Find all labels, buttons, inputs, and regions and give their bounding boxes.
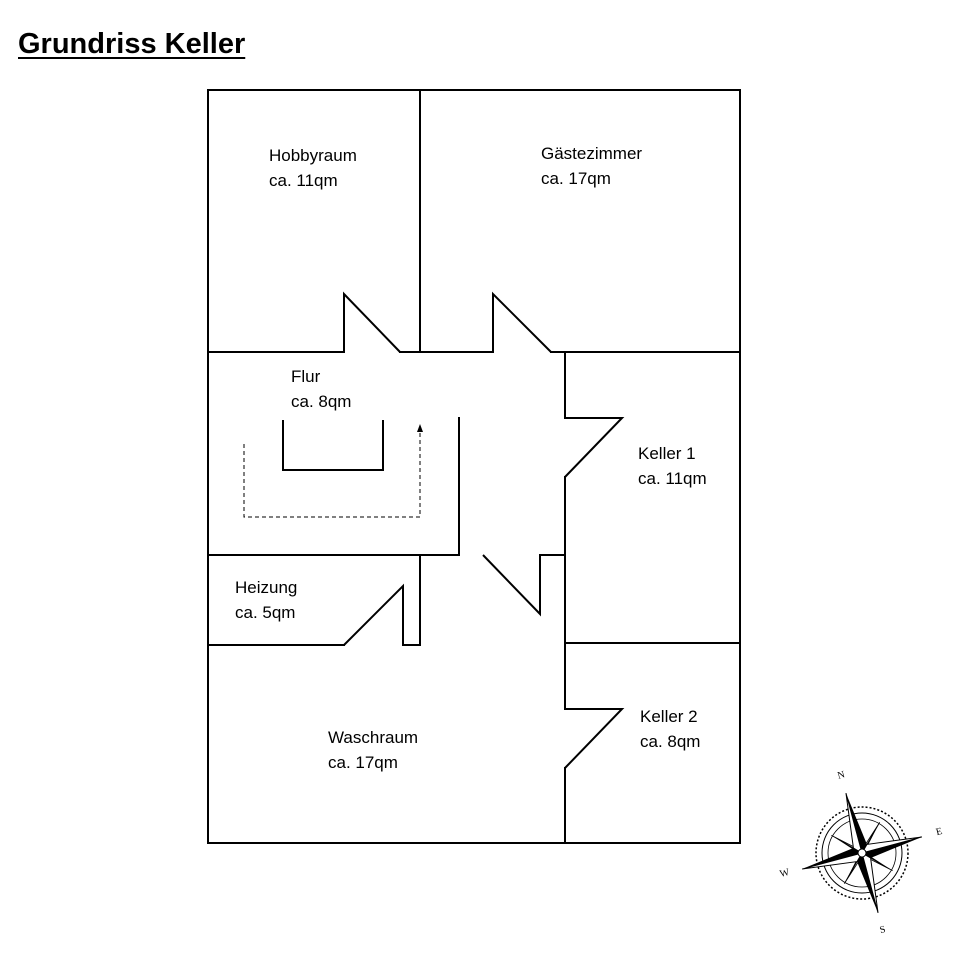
room-area: ca. 11qm: [638, 469, 707, 488]
room-area: ca. 5qm: [235, 603, 296, 622]
room-name: Heizung: [235, 578, 298, 597]
room-name: Flur: [291, 367, 321, 386]
room-label-flur: Flur ca. 8qm: [291, 364, 351, 414]
room-area: ca. 17qm: [541, 169, 611, 188]
room-name: Keller 2: [640, 707, 698, 726]
outer-wall: [207, 89, 741, 844]
room-name: Keller 1: [638, 444, 696, 463]
door-keller2: [564, 708, 625, 769]
room-area: ca. 11qm: [269, 171, 338, 190]
room-label-heizung: Heizung ca. 5qm: [235, 575, 297, 625]
room-area: ca. 8qm: [640, 732, 701, 751]
compass-rose-icon: N E S W: [779, 769, 944, 936]
room-area: ca. 17qm: [328, 753, 398, 772]
page-title: Grundriss Keller: [18, 28, 246, 60]
room-name: Gästezimmer: [541, 144, 643, 163]
room-label-keller1: Keller 1 ca. 11qm: [638, 441, 707, 491]
room-label-gaestezimmer: Gästezimmer ca. 17qm: [541, 141, 642, 191]
room-area: ca. 8qm: [291, 392, 352, 411]
compass-south-label: S: [879, 924, 887, 936]
room-name: Hobbyraum: [269, 146, 357, 165]
room-label-keller2: Keller 2 ca. 8qm: [640, 704, 700, 754]
compass-east-label: E: [935, 826, 944, 838]
stair-walking-line: [243, 432, 421, 518]
room-label-waschraum: Waschraum ca. 17qm: [328, 725, 418, 775]
room-name: Waschraum: [328, 728, 419, 747]
stair-arrow-icon: [417, 424, 423, 432]
compass-west-label: W: [779, 867, 792, 880]
door-keller1: [564, 417, 625, 478]
compass-north-label: N: [836, 769, 846, 781]
room-label-hobbyraum: Hobbyraum ca. 11qm: [269, 143, 357, 193]
door-hobbyraum: [343, 291, 401, 353]
door-waschraum: [482, 554, 541, 617]
door-heizung: [343, 583, 404, 646]
door-gaestezimmer: [492, 291, 552, 353]
stair-opening: [282, 420, 384, 471]
